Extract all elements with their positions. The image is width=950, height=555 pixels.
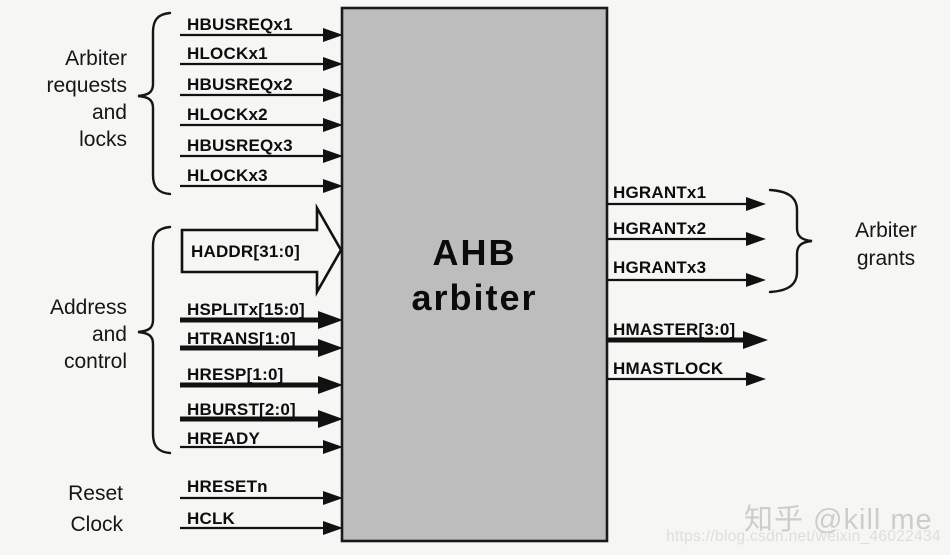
arrow-hgrantx1 (607, 197, 766, 211)
group-label-address-line1: Address (49, 296, 127, 319)
group-label-requests: Arbiter requests and locks (18, 45, 127, 153)
signal-label-hbusreqx1: HBUSREQx1 (187, 15, 293, 34)
arrow-hmastlock (607, 372, 766, 386)
group-label-reset-clock: Reset Clock (18, 478, 123, 540)
signal-label-hbusreqx3: HBUSREQx3 (187, 136, 293, 155)
signal-label-hresetn: HRESETn (187, 477, 268, 496)
group-label-clock: Clock (70, 513, 123, 536)
signal-label-hsplitx: HSPLITx[15:0] (187, 300, 305, 319)
arrow-hresetn (180, 491, 343, 505)
arrow-hlockx2 (180, 118, 343, 132)
signal-label-hresp: HRESP[1:0] (187, 365, 284, 384)
arrow-hlockx1 (180, 57, 343, 71)
signal-label-hburst: HBURST[2:0] (187, 400, 296, 419)
signal-label-haddr: HADDR[31:0] (191, 242, 300, 261)
signal-label-hready: HREADY (187, 429, 260, 448)
block-title-line2: arbiter (411, 277, 538, 318)
group-label-reset: Reset (68, 482, 123, 505)
group-label-grants: Arbiter grants (838, 217, 934, 273)
arrow-hlockx3 (180, 179, 343, 193)
block-title-line1: AHB (432, 232, 517, 273)
group-label-requests-line3: and (91, 101, 127, 124)
signal-label-hgrantx1: HGRANTx1 (613, 183, 707, 202)
signal-label-hmastlock: HMASTLOCK (613, 359, 724, 378)
arrow-hresp (180, 376, 343, 394)
arrow-hgrantx3 (607, 273, 766, 287)
requests-brace (137, 11, 172, 196)
arbiter-block (340, 6, 609, 543)
signal-label-hlockx1: HLOCKx1 (187, 44, 268, 63)
arrow-hbusreqx3 (180, 149, 343, 163)
address-brace (137, 225, 172, 455)
arrow-hsplitx (180, 311, 343, 329)
group-label-address-line2: and (91, 323, 127, 346)
group-label-address: Address and control (18, 294, 127, 375)
watermark-url: https://blog.csdn.net/weixin_46022434 (666, 528, 941, 545)
signal-label-hclk: HCLK (187, 509, 236, 528)
haddr-bus-arrow (180, 203, 343, 297)
signal-label-hbusreqx2: HBUSREQx2 (187, 75, 293, 94)
watermark-brand: 知乎 @kill me (744, 504, 933, 536)
group-label-requests-line2: requests (46, 74, 127, 97)
signal-label-hlockx3: HLOCKx3 (187, 166, 268, 185)
arrow-hready (180, 440, 343, 454)
arrow-hbusreqx1 (180, 28, 343, 42)
group-label-address-line3: control (63, 350, 127, 373)
signal-label-hgrantx3: HGRANTx3 (613, 258, 707, 277)
signal-label-hgrantx2: HGRANTx2 (613, 219, 707, 238)
block-title: AHB arbiter (342, 230, 607, 320)
signal-label-hmaster: HMASTER[3:0] (613, 320, 736, 339)
signal-label-hlockx2: HLOCKx2 (187, 105, 268, 124)
arrow-hclk (180, 521, 343, 535)
arrow-htrans (180, 339, 343, 357)
arrow-hmaster (607, 331, 768, 349)
group-label-requests-line1: Arbiter (65, 47, 127, 70)
arrow-hburst (180, 410, 343, 428)
group-label-grants-line1: Arbiter (855, 219, 917, 242)
group-label-grants-line2: grants (856, 247, 916, 270)
arrow-hbusreqx2 (180, 88, 343, 102)
signal-label-htrans: HTRANS[1:0] (187, 329, 296, 348)
group-label-requests-line4: locks (79, 128, 127, 151)
grants-brace (768, 188, 813, 294)
arrow-hgrantx2 (607, 232, 766, 246)
